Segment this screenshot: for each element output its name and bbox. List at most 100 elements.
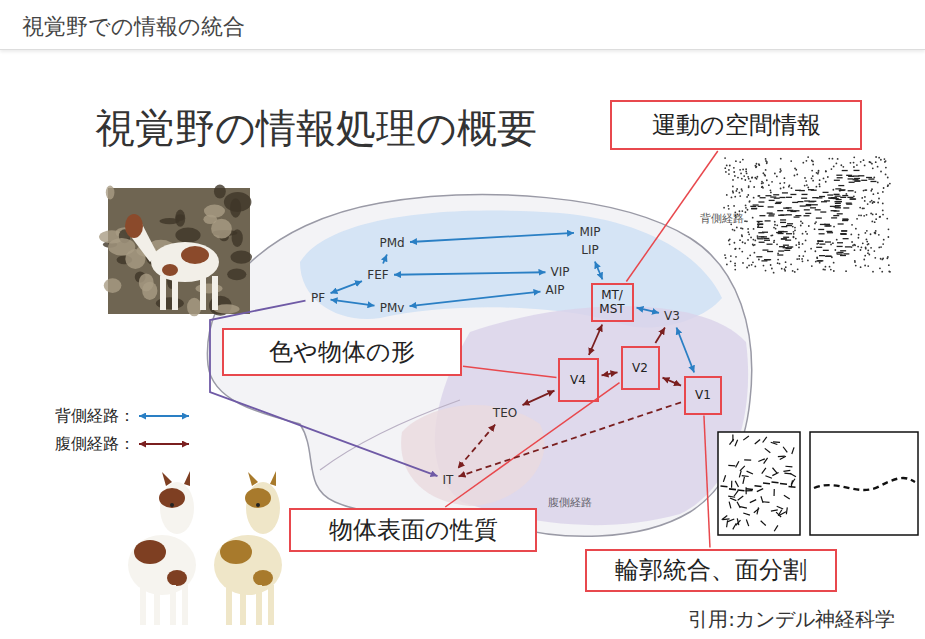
- noise-dot: [735, 160, 737, 162]
- noise-dot: [872, 214, 874, 216]
- motion-dash: [787, 246, 793, 247]
- noise-dot: [823, 178, 825, 180]
- random-element: [755, 439, 760, 444]
- noise-dot: [748, 186, 750, 188]
- motion-dash: [861, 180, 867, 181]
- contour-integration-figure: [718, 432, 918, 535]
- motion-dash: [825, 225, 831, 226]
- noise-dot: [780, 158, 782, 160]
- random-element: [728, 465, 735, 467]
- noise-dot: [884, 158, 886, 160]
- random-element: [765, 476, 772, 478]
- random-element: [723, 518, 730, 520]
- noise-dot: [836, 239, 838, 241]
- noise-dot: [732, 229, 734, 231]
- noise-dot: [882, 203, 884, 205]
- noise-dot: [878, 234, 880, 236]
- noise-dot: [873, 201, 875, 203]
- random-element: [774, 525, 778, 531]
- noise-dot: [756, 176, 758, 178]
- motion-dot-texture: [723, 156, 891, 273]
- photo-patch: [104, 278, 122, 293]
- noise-dot: [817, 242, 819, 244]
- random-element: [731, 481, 732, 488]
- random-element: [742, 475, 749, 477]
- noise-dot: [863, 190, 865, 192]
- noise-dot: [777, 262, 779, 264]
- noise-dot: [800, 221, 802, 223]
- noise-dot: [763, 265, 765, 267]
- motion-dash: [848, 178, 854, 179]
- motion-dash: [804, 215, 810, 216]
- noise-dot: [762, 172, 764, 174]
- motion-dash: [786, 233, 792, 234]
- photo-patch: [108, 238, 135, 256]
- noise-dot: [741, 188, 743, 190]
- noise-dot: [773, 227, 775, 229]
- motion-dash: [840, 189, 846, 190]
- noise-dot: [798, 242, 800, 244]
- motion-dash: [812, 204, 818, 205]
- aligned-element: [772, 481, 779, 483]
- aligned-element: [789, 486, 796, 488]
- horse-part: [134, 540, 166, 564]
- motion-dash: [841, 230, 847, 231]
- motion-dash: [765, 220, 771, 221]
- noise-dot: [747, 194, 749, 196]
- motion-dash: [773, 194, 779, 195]
- noise-dot: [822, 269, 824, 271]
- motion-dash: [824, 200, 830, 201]
- noise-dot: [765, 270, 767, 272]
- noise-dot: [752, 261, 754, 263]
- noise-dot: [734, 269, 736, 271]
- random-element: [727, 520, 728, 527]
- motion-dash: [835, 203, 841, 204]
- motion-dash: [774, 198, 780, 199]
- noise-dot: [794, 271, 796, 273]
- noise-dot: [851, 241, 853, 243]
- node-text: 色や物体の形: [269, 338, 415, 367]
- random-element: [772, 473, 778, 476]
- motion-dash: [757, 238, 763, 239]
- noise-dot: [746, 267, 748, 269]
- random-element: [761, 521, 766, 526]
- motion-dash: [792, 202, 798, 203]
- random-element: [761, 496, 763, 503]
- aligned-element: [729, 488, 736, 490]
- noise-dot: [739, 169, 741, 171]
- noise-dot: [779, 182, 781, 184]
- noise-dot: [874, 232, 876, 234]
- noise-dot: [833, 166, 835, 168]
- horse-figure: [214, 471, 282, 625]
- noise-dot: [872, 193, 874, 195]
- noise-dot: [747, 257, 749, 259]
- noise-dot: [739, 195, 741, 197]
- node-text: PMd: [379, 236, 404, 250]
- noise-dot: [757, 235, 759, 237]
- noise-dot: [796, 174, 798, 176]
- noise-dot: [725, 257, 727, 259]
- horse-part: [160, 276, 166, 310]
- noise-dot: [752, 217, 754, 219]
- motion-dash: [816, 217, 822, 218]
- noise-dot: [734, 175, 736, 177]
- noise-dot: [865, 247, 867, 249]
- horse-part: [256, 585, 262, 625]
- noise-dot: [802, 260, 804, 262]
- noise-dot: [746, 220, 748, 222]
- motion-dash: [847, 197, 853, 198]
- noise-dot: [804, 185, 806, 187]
- pathway-arrow: [655, 328, 665, 344]
- noise-dot: [875, 161, 877, 163]
- random-element: [736, 520, 741, 525]
- noise-dot: [749, 201, 751, 203]
- noise-dot: [812, 180, 814, 182]
- motion-dash: [837, 242, 843, 243]
- motion-dash: [794, 216, 800, 217]
- motion-dash: [776, 202, 782, 203]
- noise-dot: [774, 221, 776, 223]
- noise-dot: [853, 244, 855, 246]
- noise-dot: [860, 161, 862, 163]
- legend-text: 腹側経路：: [55, 434, 135, 455]
- horse-part: [162, 264, 178, 276]
